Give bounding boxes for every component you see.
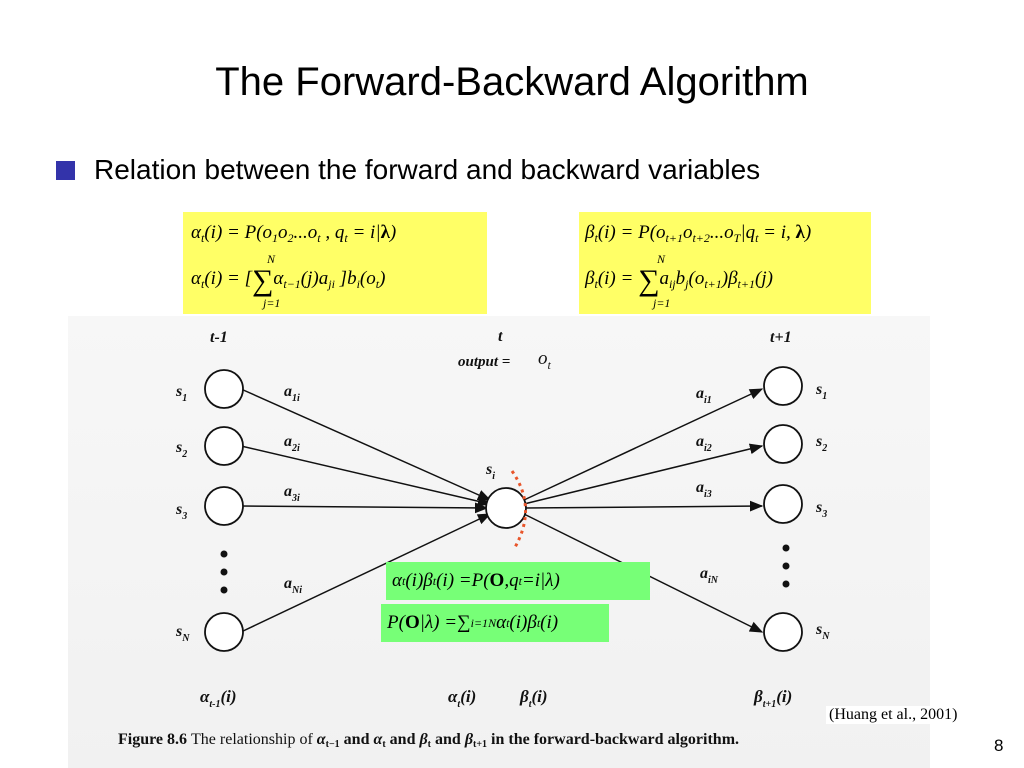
forward-definition: αt(i) = P(o1o2...ot , qt = i|λ) (191, 222, 397, 245)
edge-label: a3i (284, 483, 300, 504)
node-left-s3 (204, 486, 244, 526)
beta-next-label: βt+1(i) (753, 687, 792, 710)
forward-recursion: αt(i) = [∑αt−1(j)aji ]bi(ot) (191, 264, 386, 297)
ellipsis-dot (220, 568, 228, 576)
edge-si-to-s1 (523, 388, 764, 501)
square-bullet-icon (56, 160, 75, 180)
sum-lower-limit: j=1 (653, 296, 671, 310)
right-state-label: sN (815, 621, 830, 642)
left-state-label: sN (175, 623, 190, 644)
time-label-curr: t (498, 328, 503, 345)
bullet-item: Relation between the forward and backwar… (56, 152, 760, 188)
edge-label: ai2 (696, 433, 712, 454)
center-state-label: si (485, 461, 495, 482)
backward-recursion: βt(i) = ∑aijbj(ot+1)βt+1(j) (585, 264, 773, 297)
output-label: output = (458, 354, 510, 370)
edge-s2-to-si (240, 445, 492, 507)
left-state-label: s1 (175, 383, 187, 404)
slide-title: The Forward-Backward Algorithm (215, 60, 809, 104)
forward-formula-box: αt(i) = P(o1o2...ot , qt = i|λ) N αt(i) … (183, 212, 487, 314)
edge-label: aiN (700, 565, 719, 586)
edge-si-to-s3 (524, 500, 764, 512)
time-label-prev: t-1 (210, 329, 228, 346)
node-right-s3 (763, 484, 803, 524)
ellipsis-dot (782, 544, 790, 552)
node-right-sN (763, 612, 803, 652)
edge-label: aNi (284, 575, 302, 596)
edge-s3-to-si (240, 502, 489, 514)
edge-label: a2i (284, 433, 300, 454)
alpha-prev-label: αt-1(i) (200, 687, 237, 710)
output-symbol: ot (538, 348, 552, 372)
backward-definition: βt(i) = P(ot+1ot+2...oT|qt = i, λ) (585, 222, 812, 245)
alpha-curr-label: αt(i) (448, 687, 476, 710)
edge-sN-to-si (240, 513, 492, 633)
node-right-s1 (763, 366, 803, 406)
right-state-label: s3 (815, 499, 827, 520)
backward-formula-box: βt(i) = P(ot+1ot+2...oT|qt = i, λ) N βt(… (579, 212, 871, 314)
node-right-s2 (763, 424, 803, 464)
edge-label: ai1 (696, 385, 712, 406)
ellipsis-dot (782, 562, 790, 570)
citation: (Huang et al., 2001) (826, 706, 961, 724)
edge-s1-to-si (240, 388, 492, 501)
right-state-label: s1 (815, 381, 827, 402)
node-left-s1 (204, 369, 244, 409)
edge-label: a1i (284, 383, 300, 404)
beta-curr-label: βt(i) (519, 687, 548, 710)
node-left-sN (204, 612, 244, 652)
sum-upper-limit: N (657, 252, 666, 266)
sum-upper-limit: N (267, 252, 276, 266)
ellipsis-dot (220, 586, 228, 594)
edge-label: ai3 (696, 479, 712, 500)
left-state-label: s2 (175, 439, 187, 460)
sum-lower-limit: j=1 (263, 296, 281, 310)
edge-si-to-s2 (523, 443, 764, 505)
dotted-arc (510, 470, 527, 550)
left-state-label: s3 (175, 501, 187, 522)
ellipsis-dot (782, 580, 790, 588)
node-left-s2 (204, 426, 244, 466)
node-center-si (485, 487, 527, 529)
page-number: 8 (994, 736, 1004, 755)
figure-caption: Figure 8.6 The relationship of αt−1 and … (118, 731, 740, 750)
bullet-text: Relation between the forward and backwar… (94, 154, 761, 185)
ellipsis-dot (220, 550, 228, 558)
right-state-label: s2 (815, 433, 827, 454)
time-label-next: t+1 (770, 329, 792, 346)
